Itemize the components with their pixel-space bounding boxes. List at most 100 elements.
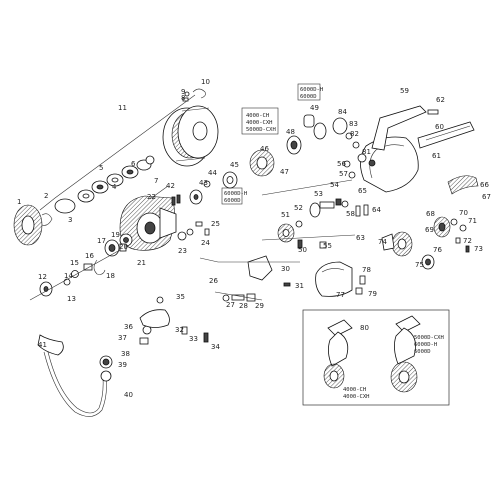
callout-12: 12 [38, 273, 47, 281]
callout-83: 83 [349, 120, 358, 128]
callout-48: 48 [286, 128, 295, 136]
callout-66: 66 [480, 181, 489, 189]
body-group [332, 105, 479, 195]
svg-text:6000D-H: 6000D-H [300, 87, 323, 93]
handle-inset-box: 4000-CH 4000-CXH 5000D-CXH 6000D-H 6000D [302, 309, 450, 406]
callout-58: 58 [346, 210, 355, 218]
callout-50: 50 [298, 246, 307, 254]
callout-33: 33 [189, 335, 198, 343]
svg-text:6000D: 6000D [224, 198, 241, 204]
callout-39: 39 [118, 361, 127, 369]
right-gear-group [381, 216, 470, 270]
callout-64: 64 [372, 206, 381, 214]
callout-74: 74 [378, 238, 387, 246]
callout-82: 82 [350, 130, 359, 138]
spool-group [13, 88, 219, 246]
callout-10: 10 [201, 78, 210, 86]
callout-6: 6 [131, 160, 136, 168]
callout-37: 37 [118, 334, 127, 342]
svg-text:6000D-H: 6000D-H [224, 191, 247, 197]
callout-78: 78 [362, 266, 371, 274]
callout-80: 80 [360, 324, 369, 332]
callout-75: 75 [415, 261, 424, 269]
callout-2: 2 [44, 192, 48, 200]
callout-23: 23 [178, 247, 187, 255]
callout-31: 31 [295, 282, 304, 290]
callout-61: 61 [432, 152, 441, 160]
callout-51: 51 [281, 211, 290, 219]
callout-34: 34 [211, 343, 220, 351]
handle-group [37, 296, 209, 417]
callout-28: 28 [239, 302, 248, 310]
callout-70: 70 [459, 209, 468, 217]
callout-49: 49 [310, 104, 319, 112]
callout-24: 24 [201, 239, 210, 247]
model-box-46: 4000-CH 4000-CXH 5000D-CXH [241, 107, 279, 177]
callout-25: 25 [211, 220, 220, 228]
callout-21: 21 [137, 259, 146, 267]
callout-76: 76 [433, 246, 442, 254]
callout-43: 43 [199, 179, 208, 187]
callout-29: 29 [255, 302, 264, 310]
model-box-45: 6000D-H 6000D [221, 171, 247, 205]
callout-26: 26 [209, 277, 218, 285]
callout-5: 5 [99, 164, 103, 172]
reel-foot [371, 105, 427, 151]
svg-text:6000D: 6000D [300, 94, 317, 100]
spool [162, 105, 219, 167]
callout-46: 46 [260, 145, 269, 153]
callout-63: 63 [356, 234, 365, 242]
callout-68: 68 [426, 210, 435, 218]
callout-13: 13 [67, 295, 76, 303]
callout-15: 15 [70, 259, 79, 267]
handle-5000: 5000D-CXH 6000D-H 6000D [390, 315, 444, 393]
callout-38: 38 [121, 350, 130, 358]
svg-text:4000-CH: 4000-CH [246, 113, 269, 119]
callout-7: 7 [154, 177, 158, 185]
callout-79: 79 [368, 290, 377, 298]
callout-30: 30 [281, 265, 290, 273]
callout-35: 35 [176, 293, 185, 301]
callout-55: 55 [323, 242, 332, 250]
callout-52: 52 [294, 204, 303, 212]
rotor-group [119, 180, 211, 251]
callout-57: 57 [339, 170, 348, 178]
callout-9: 9 [181, 88, 185, 96]
callout-47: 47 [280, 168, 289, 176]
callout-1: 1 [17, 198, 21, 206]
callout-54: 54 [330, 181, 339, 189]
callout-72: 72 [463, 237, 472, 245]
callout-59: 59 [400, 87, 409, 95]
callout-40: 40 [124, 391, 133, 399]
callout-81: 81 [362, 148, 371, 156]
gear-group [261, 179, 369, 249]
callout-71: 71 [468, 217, 477, 225]
callout-60: 60 [435, 123, 444, 131]
callout-45: 45 [230, 161, 239, 169]
svg-text:6000D-H: 6000D-H [414, 342, 437, 348]
svg-text:6000D: 6000D [414, 349, 431, 355]
callout-77: 77 [336, 291, 345, 299]
svg-text:5000D-CXH: 5000D-CXH [246, 127, 276, 133]
callout-32: 32 [175, 326, 184, 334]
callout-56: 56 [337, 160, 346, 168]
callout-16: 16 [85, 252, 94, 260]
callout-27: 27 [226, 301, 235, 309]
callout-36: 36 [124, 323, 133, 331]
callout-53: 53 [314, 190, 323, 198]
callout-4: 4 [112, 183, 117, 191]
callout-20: 20 [119, 243, 128, 251]
callout-17: 17 [97, 237, 106, 245]
callout-14: 14 [64, 272, 73, 280]
callout-3: 3 [68, 216, 72, 224]
svg-text:4000-CXH: 4000-CXH [343, 394, 370, 400]
callout-19: 19 [111, 231, 120, 239]
callout-73: 73 [474, 245, 483, 253]
callout-11: 11 [118, 104, 127, 112]
callout-22: 22 [147, 193, 156, 201]
callout-42: 42 [166, 182, 175, 190]
callout-67: 67 [482, 193, 491, 201]
